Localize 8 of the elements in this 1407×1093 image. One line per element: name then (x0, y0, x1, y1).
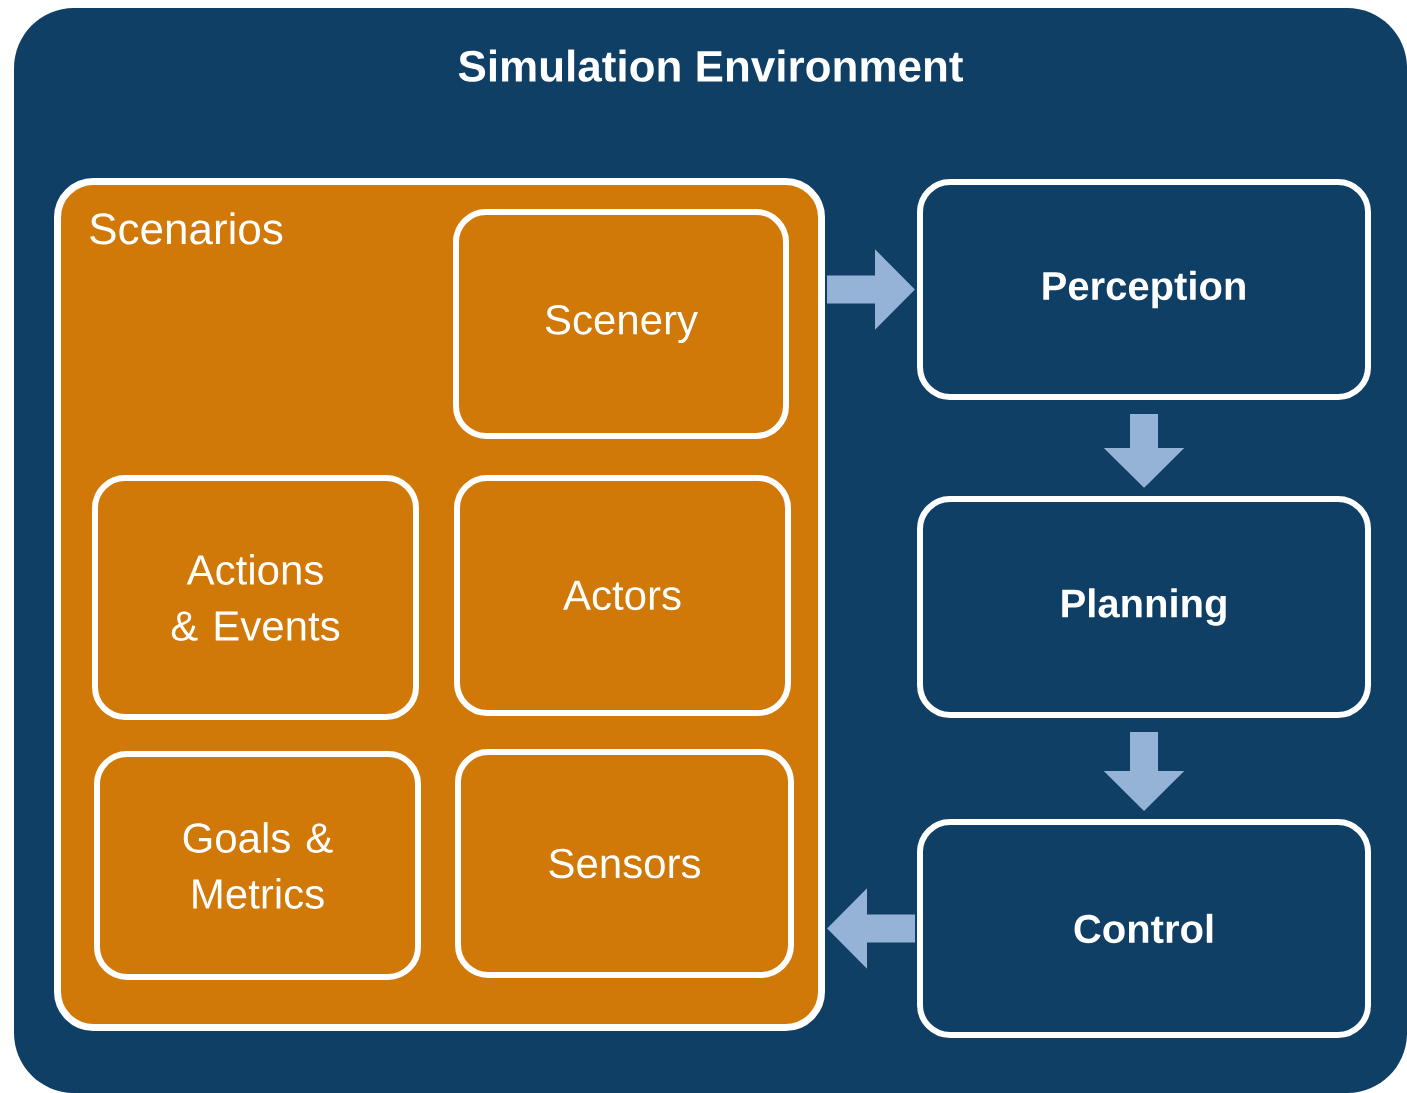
process-box: Perception (917, 179, 1371, 400)
scenario-box: Sensors (455, 749, 794, 978)
scenario-box: Actors (454, 475, 791, 716)
process-box: Planning (917, 496, 1371, 718)
scenario-box: Actions & Events (92, 475, 419, 720)
process-box: Control (917, 819, 1371, 1038)
scenario-box: Goals & Metrics (94, 751, 421, 980)
scenario-box: Scenery (453, 209, 789, 439)
